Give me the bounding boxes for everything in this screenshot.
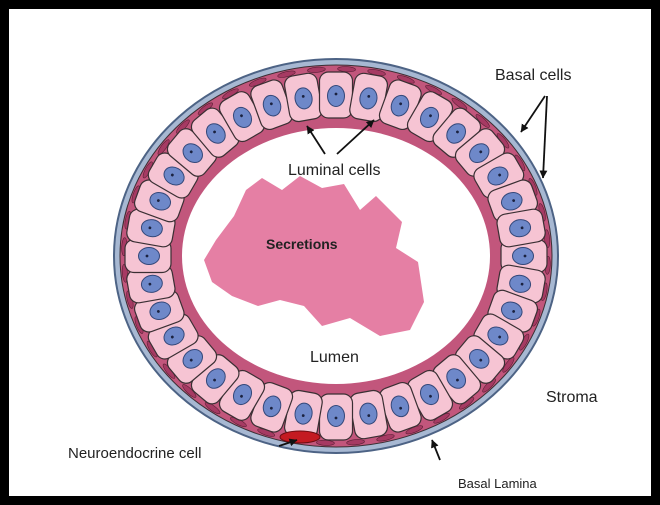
nucleus bbox=[328, 406, 345, 427]
secretions-label: Secretions bbox=[266, 236, 338, 252]
luminal-cells-label: Luminal cells bbox=[288, 162, 380, 179]
nucleus bbox=[328, 86, 345, 107]
stroma-label: Stroma bbox=[546, 389, 598, 406]
basal-arrow-upper bbox=[521, 96, 545, 132]
neuroendocrine-cell-label: Neuroendocrine cell bbox=[68, 445, 201, 462]
lumen-label: Lumen bbox=[310, 349, 359, 366]
luminal-cell bbox=[320, 394, 353, 440]
nucleolus bbox=[335, 417, 338, 420]
luminal-cell bbox=[320, 72, 353, 118]
nucleolus bbox=[524, 255, 527, 258]
basal-lamina-label: Basal Lamina bbox=[458, 476, 538, 491]
nucleus bbox=[513, 248, 534, 265]
neuroendocrine-cell bbox=[280, 431, 320, 443]
basal-lamina-arrow bbox=[432, 440, 440, 460]
nucleolus bbox=[335, 93, 338, 96]
nucleolus bbox=[146, 255, 149, 258]
nucleus bbox=[139, 248, 160, 265]
basal-cells-label: Basal cells bbox=[495, 67, 571, 84]
basal-arrow-lower bbox=[543, 96, 547, 178]
